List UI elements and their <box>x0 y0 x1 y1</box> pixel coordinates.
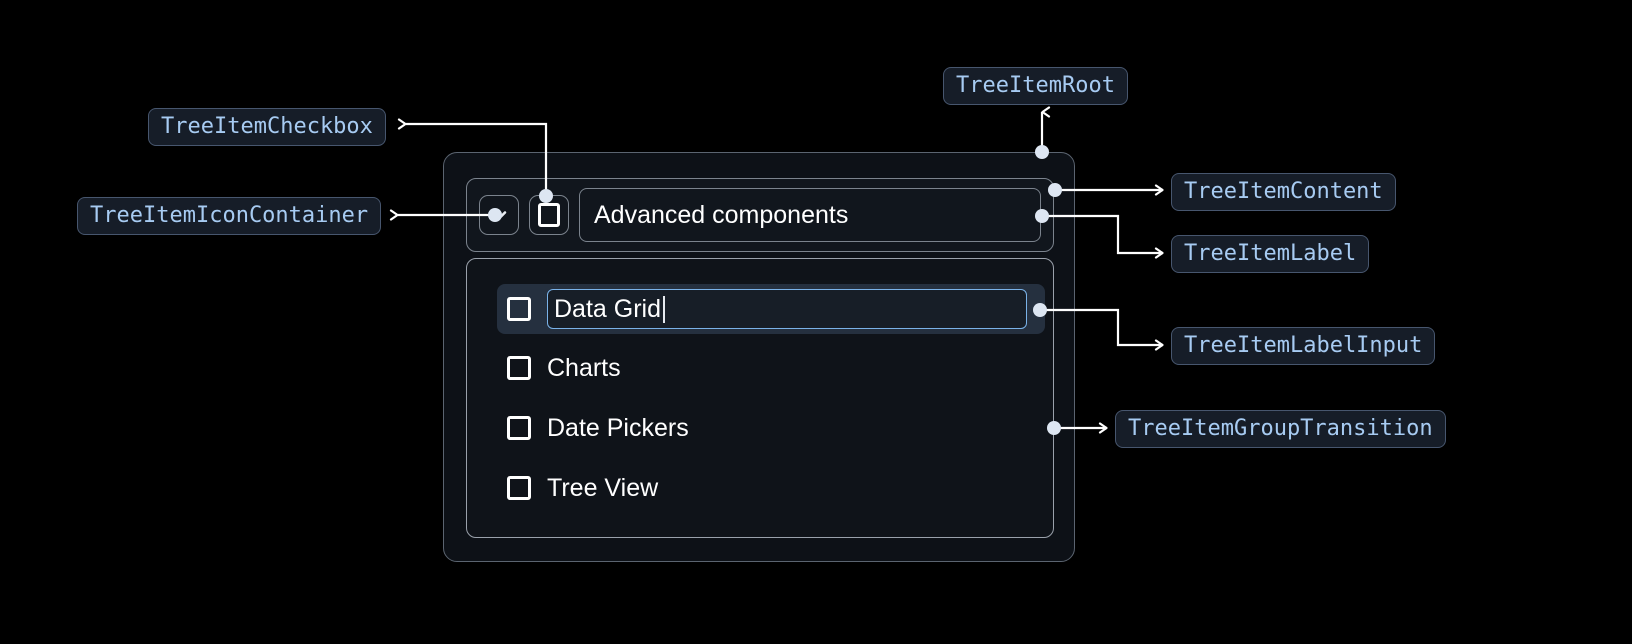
label-input-value: Data Grid <box>554 294 661 323</box>
tree-item-label[interactable]: Advanced components <box>579 188 1041 242</box>
annotation-chip-tree-item-group-transition: TreeItemGroupTransition <box>1115 410 1446 448</box>
checkbox-box-icon <box>538 203 560 227</box>
annotation-chip-label: TreeItemContent <box>1184 179 1383 204</box>
tree-item-group-transition: Data Grid Charts Date Pickers Tree View <box>466 258 1054 538</box>
tree-list-item[interactable]: Date Pickers <box>495 404 1053 452</box>
annotation-chip-label: TreeItemIconContainer <box>90 203 369 228</box>
annotation-chip-tree-item-label: TreeItemLabel <box>1171 235 1370 273</box>
annotation-chip-label: TreeItemLabelInput <box>1184 333 1423 358</box>
tree-item-checkbox[interactable] <box>507 416 531 440</box>
annotation-chip-label: TreeItemCheckbox <box>161 114 373 139</box>
tree-list-item[interactable]: Data Grid <box>497 284 1045 334</box>
tree-item-icon-container[interactable] <box>479 195 519 235</box>
tree-item-checkbox[interactable] <box>507 356 531 380</box>
tree-item-label-input[interactable]: Data Grid <box>547 289 1027 329</box>
tree-list-item[interactable]: Tree View <box>495 464 1053 512</box>
tree-item-checkbox[interactable] <box>507 297 531 321</box>
text-caret <box>662 295 665 323</box>
tree-item-label: Date Pickers <box>547 413 689 442</box>
annotation-chip-tree-item-icon-container: TreeItemIconContainer <box>77 197 382 235</box>
tree-item-checkbox[interactable] <box>529 195 569 235</box>
annotation-chip-label: TreeItemGroupTransition <box>1128 416 1433 441</box>
tree-item-label: Charts <box>547 353 621 382</box>
tree-list-item[interactable]: Charts <box>495 344 1053 392</box>
tree-item-content[interactable]: Advanced components <box>466 178 1054 252</box>
tree-item-label: Tree View <box>547 473 659 502</box>
tree-item-label-text: Advanced components <box>594 200 849 229</box>
annotation-chip-label: TreeItemLabel <box>1184 241 1357 266</box>
tree-item-checkbox[interactable] <box>507 476 531 500</box>
annotation-chip-tree-item-content: TreeItemContent <box>1171 173 1396 211</box>
annotation-chip-tree-item-label-input: TreeItemLabelInput <box>1171 327 1436 365</box>
annotation-chip-tree-item-root: TreeItemRoot <box>943 67 1128 105</box>
chevron-down-icon <box>487 203 511 227</box>
annotation-chip-tree-item-checkbox: TreeItemCheckbox <box>148 108 386 146</box>
annotation-chip-label: TreeItemRoot <box>956 73 1115 98</box>
